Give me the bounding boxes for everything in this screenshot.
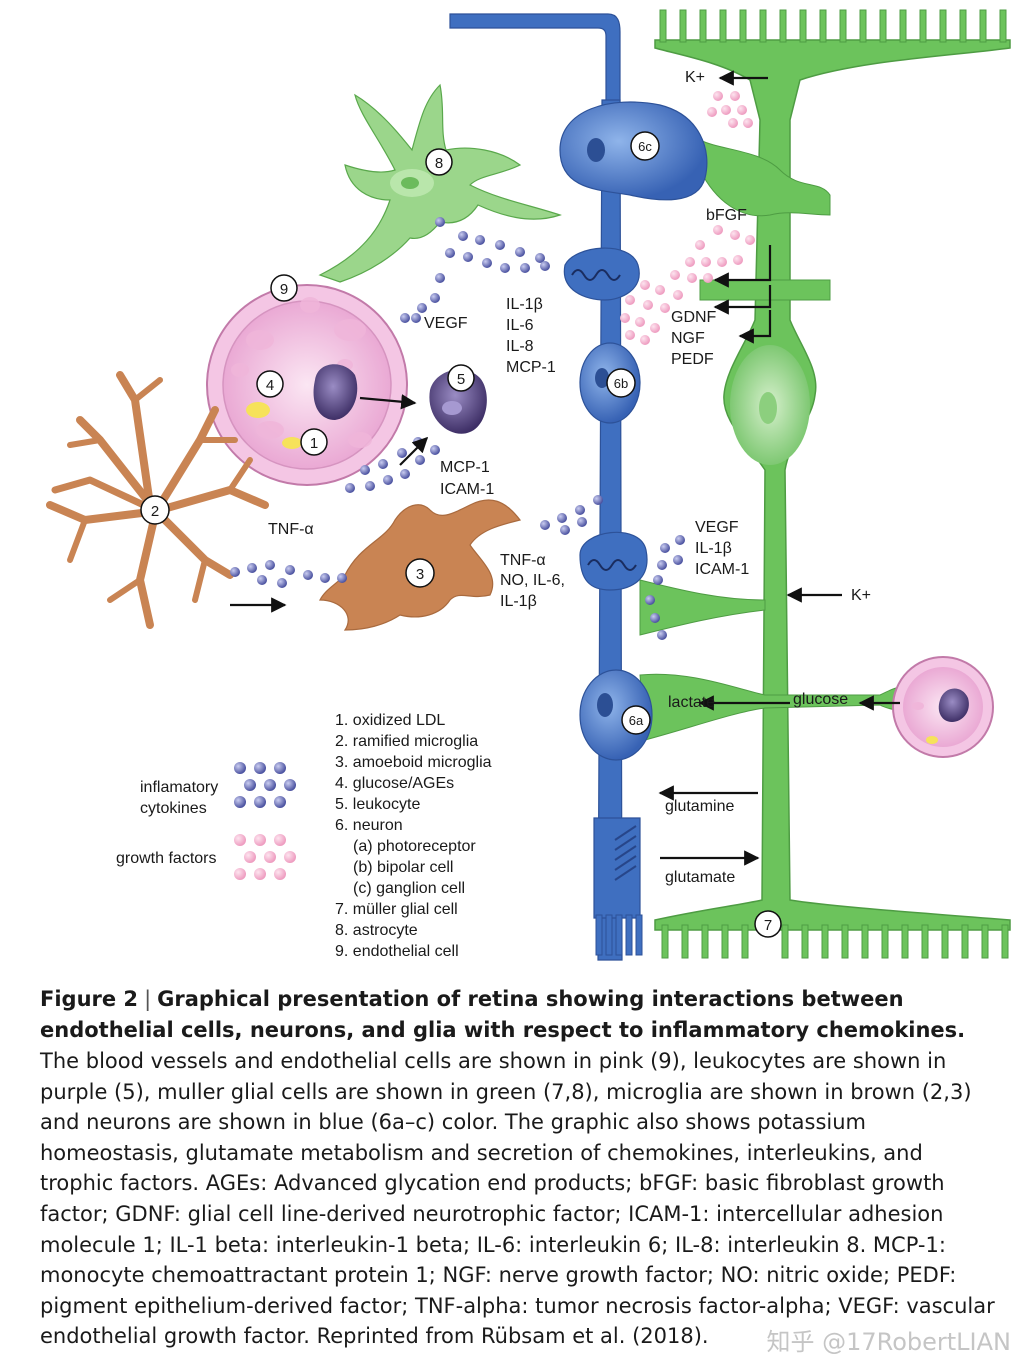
label-mcp1-a: MCP-1	[506, 359, 556, 376]
figure-caption: Figure 2|Graphical presentation of retin…	[40, 984, 1000, 1352]
label-mcp1-b: MCP-1	[440, 459, 490, 476]
label-tnfa-b: TNF-α	[500, 552, 546, 569]
label-il6-a: IL-6	[506, 317, 534, 334]
svg-text:5: 5	[457, 371, 465, 388]
legend: 1. oxidized LDL 2. ramified microglia 3.…	[116, 712, 492, 960]
legend-item-8: 8. astrocyte	[335, 922, 418, 939]
microglia-number-2: 2	[140, 495, 170, 525]
legend-item-6: 6. neuron	[335, 817, 403, 834]
svg-text:1: 1	[310, 435, 318, 452]
label-glutamate: glutamate	[665, 869, 735, 886]
vessel-number-9: 9	[270, 274, 298, 302]
vessel-number-1: 1	[300, 428, 328, 456]
legend-item-3: 3. amoeboid microglia	[335, 754, 492, 771]
legend-growth-swatch	[234, 834, 296, 880]
svg-text:8: 8	[435, 155, 443, 172]
label-vegf-c: VEGF	[695, 519, 739, 536]
retina-diagram: 7 6c	[46, 9, 1011, 961]
label-pedf: PEDF	[671, 351, 714, 368]
legend-item-5: 5. leukocyte	[335, 796, 420, 813]
arrows	[230, 70, 900, 866]
astrocyte-number-8: 8	[425, 148, 453, 176]
label-il1b-a: IL-1β	[506, 296, 543, 313]
caption-separator: |	[144, 987, 152, 1011]
label-k-mid: K+	[851, 587, 871, 604]
caption-body: The blood vessels and endothelial cells …	[40, 1049, 995, 1349]
caption-figure-number: Figure 2	[40, 987, 139, 1011]
legend-cytokine-swatch	[234, 762, 296, 808]
legend-inflammatory-line1: inflamatory	[140, 779, 218, 796]
label-il1b-b: IL-1β	[500, 593, 537, 610]
neuron-number-6a: 6a	[621, 705, 651, 735]
legend-item-6c: (c) ganglion cell	[353, 880, 465, 897]
svg-text:2: 2	[151, 503, 159, 520]
blood-vessel	[206, 284, 408, 486]
svg-text:7: 7	[764, 917, 772, 934]
legend-growth-label: growth factors	[116, 850, 216, 867]
diagram-labels: K+ bFGF GDNF NGF PEDF IL-1β IL-6 IL-8 MC…	[268, 69, 871, 886]
legend-item-9: 9. endothelial cell	[335, 943, 459, 960]
legend-item-1: 1. oxidized LDL	[335, 712, 445, 729]
caption-heading: Figure 2|Graphical presentation of retin…	[40, 984, 1000, 1046]
muller-glial-cell	[639, 9, 1011, 959]
svg-text:6a: 6a	[629, 713, 644, 728]
watermark: 知乎 @17RobertLIAN	[766, 1328, 1011, 1356]
vessel-number-4: 4	[256, 370, 284, 398]
caption-title: Graphical presentation of retina showing…	[40, 987, 966, 1042]
label-no-il6: NO, IL-6,	[500, 572, 565, 589]
muller-number-7: 7	[754, 910, 782, 938]
label-tnfa-a: TNF-α	[268, 521, 314, 538]
astrocyte	[318, 83, 562, 283]
label-glutamine: glutamine	[665, 798, 734, 815]
svg-text:6b: 6b	[614, 376, 628, 391]
legend-item-4: 4. glucose/AGEs	[335, 775, 454, 792]
legend-item-6a: (a) photoreceptor	[353, 838, 476, 855]
label-gdnf: GDNF	[671, 309, 717, 326]
svg-text:3: 3	[416, 566, 424, 583]
label-icam1-b: ICAM-1	[440, 481, 494, 498]
legend-item-6b: (b) bipolar cell	[353, 859, 453, 876]
label-k-top: K+	[685, 69, 705, 86]
neuron-number-6b: 6b	[606, 368, 636, 398]
svg-text:4: 4	[266, 377, 274, 394]
label-il1b-c: IL-1β	[695, 540, 732, 557]
label-il8-a: IL-8	[506, 338, 534, 355]
legend-item-2: 2. ramified microglia	[335, 733, 478, 750]
svg-text:9: 9	[280, 281, 288, 298]
label-ngf: NGF	[671, 330, 705, 347]
label-lactate: lactate	[668, 694, 715, 711]
growth-factor-dots	[620, 91, 755, 345]
neuron-number-6c: 6c	[630, 131, 660, 161]
small-vessel	[892, 656, 994, 758]
microglia-number-3: 3	[405, 558, 435, 588]
ramified-microglia	[46, 371, 269, 629]
label-icam1-c: ICAM-1	[695, 561, 749, 578]
label-bfgf: bFGF	[706, 207, 747, 224]
leukocyte-number-5: 5	[447, 364, 475, 392]
neuron	[449, 13, 708, 961]
leukocyte	[429, 369, 487, 434]
label-glucose: glucose	[793, 691, 848, 708]
svg-text:6c: 6c	[638, 139, 652, 154]
legend-inflammatory-line2: cytokines	[140, 800, 207, 817]
label-vegf-a: VEGF	[424, 315, 468, 332]
legend-item-7: 7. müller glial cell	[335, 901, 458, 918]
cytokine-dots	[230, 217, 685, 640]
